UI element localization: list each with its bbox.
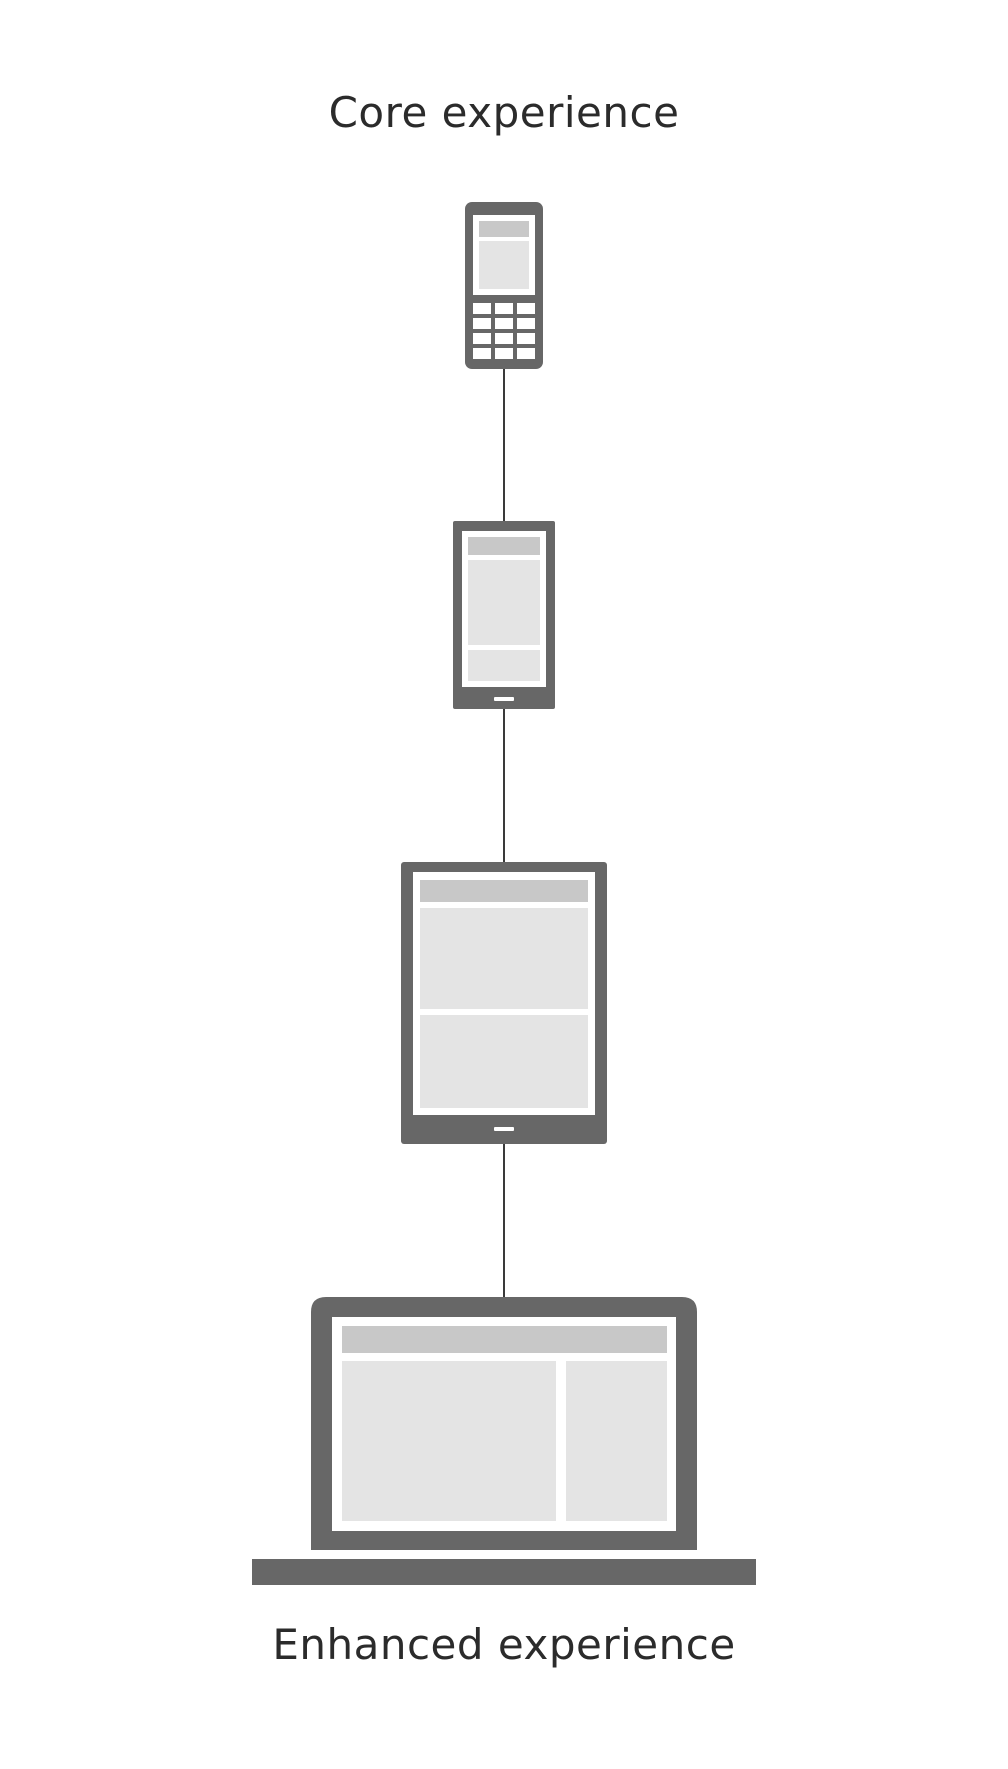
- enhanced-experience-label: Enhanced experience: [272, 1620, 736, 1669]
- smartphone-icon: [453, 521, 555, 709]
- laptop-icon: [252, 1297, 756, 1585]
- core-experience-label: Core experience: [328, 88, 680, 137]
- keypad: [473, 303, 535, 359]
- feature-phone-icon: [465, 202, 543, 369]
- tablet-icon: [401, 862, 607, 1144]
